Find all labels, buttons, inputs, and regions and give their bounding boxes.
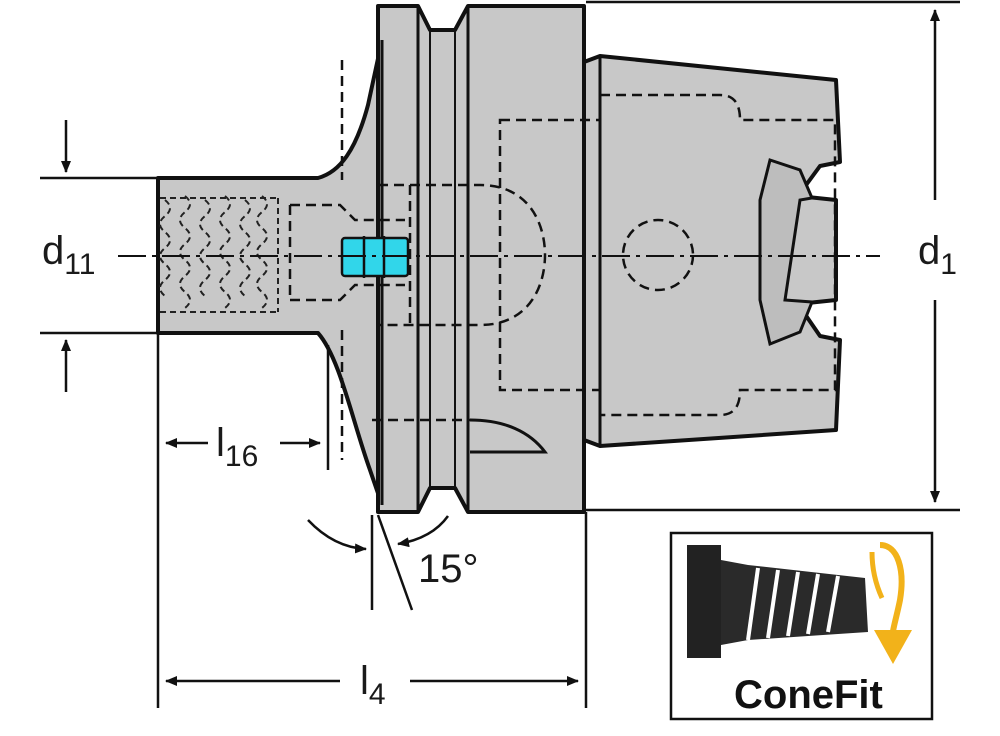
shank xyxy=(156,38,384,507)
dim-angle xyxy=(307,514,450,611)
dim-l16 xyxy=(156,333,330,708)
dim-l4 xyxy=(165,512,588,708)
rotation-arrow-icon xyxy=(869,542,912,664)
d11-label: d11 xyxy=(42,229,95,281)
flange-curve xyxy=(469,418,549,454)
thread-hatching xyxy=(159,195,279,313)
angle-label: 15° xyxy=(418,547,479,591)
dim-d11 xyxy=(40,120,158,392)
d1-label: d1 xyxy=(918,229,957,281)
cone-icon xyxy=(687,545,868,658)
dim-d1 xyxy=(586,0,960,512)
conefit-logo: ConeFit xyxy=(669,531,934,721)
l16-label: l16 xyxy=(216,421,258,473)
tapered-head xyxy=(582,54,842,448)
slot-detail xyxy=(758,158,815,347)
conefit-label: ConeFit xyxy=(734,673,883,717)
l4-label: l4 xyxy=(360,659,386,711)
